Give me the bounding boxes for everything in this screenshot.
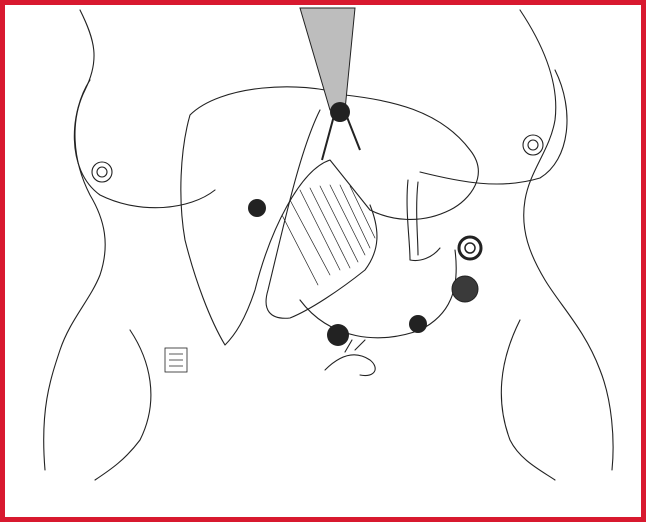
- left-nipple: [92, 162, 112, 182]
- torso-left-outline: [44, 10, 106, 470]
- left-abdomen-fold: [95, 330, 151, 480]
- dark-port-icon: [327, 324, 349, 346]
- liver-outline: [181, 87, 478, 345]
- torso-right-outline: [520, 10, 613, 470]
- instrument-jaw-left: [322, 112, 335, 160]
- instrument-shaft: [300, 8, 355, 110]
- right-breast-outline: [420, 70, 567, 184]
- dark-port-icon: [330, 102, 350, 122]
- right-abdomen-fold: [501, 320, 555, 480]
- stomach-hatching: [282, 185, 375, 285]
- artist-signature: [165, 348, 187, 372]
- ring-port-icon: [459, 237, 481, 259]
- esophagus-band-inner: [417, 182, 418, 255]
- dark-port-icon: [248, 199, 266, 217]
- right-nipple-inner: [528, 140, 538, 150]
- textured-port-icon: [452, 276, 478, 302]
- dark-port-icon: [409, 315, 427, 333]
- left-breast-outline: [74, 80, 215, 208]
- umbilicus: [325, 340, 375, 376]
- left-nipple-inner: [97, 167, 107, 177]
- esophagus-band: [407, 180, 440, 261]
- right-nipple: [523, 135, 543, 155]
